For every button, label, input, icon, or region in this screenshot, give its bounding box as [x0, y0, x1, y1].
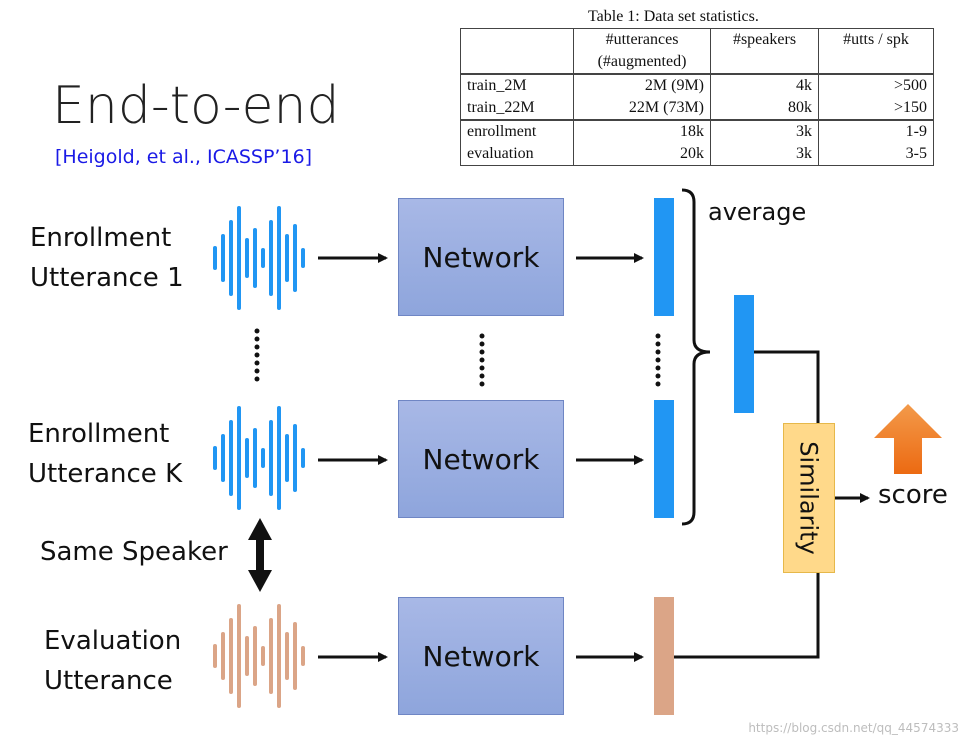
- waveform-icon: [213, 406, 305, 510]
- citation: [Heigold, et al., ICASSP’16]: [55, 146, 313, 168]
- network-box-k: Network: [398, 400, 564, 518]
- average-embedding: [734, 295, 754, 413]
- flow-arrows: [318, 253, 644, 662]
- average-brace: [681, 188, 711, 526]
- average-label: average: [708, 198, 807, 226]
- table-caption: Table 1: Data set statistics.: [588, 8, 759, 25]
- same-speaker-label: Same Speaker: [40, 537, 228, 567]
- up-arrow-icon: [874, 404, 942, 474]
- similarity-connectors: [674, 350, 870, 659]
- watermark: https://blog.csdn.net/qq_44574333: [748, 721, 959, 735]
- embedding-k: [654, 400, 674, 518]
- table-header: [460, 28, 574, 75]
- similarity-box: Similarity: [783, 423, 835, 573]
- dataset-stats-table: #utterances (#augmented) #speakers #utts…: [460, 28, 934, 166]
- embedding-1: [654, 198, 674, 316]
- double-arrow-icon: [248, 518, 272, 592]
- table-header: #utts / spk: [818, 28, 934, 75]
- waveform-icon: [213, 206, 305, 310]
- evaluation-embedding: [654, 597, 674, 715]
- score-label: score: [878, 480, 948, 510]
- page-title: End-to-end: [52, 76, 340, 136]
- network-box-1: Network: [398, 198, 564, 316]
- table-header: #speakers: [710, 28, 819, 75]
- waveform-icon: [213, 604, 305, 708]
- ellipsis-dots: [254, 328, 661, 387]
- network-box-eval: Network: [398, 597, 564, 715]
